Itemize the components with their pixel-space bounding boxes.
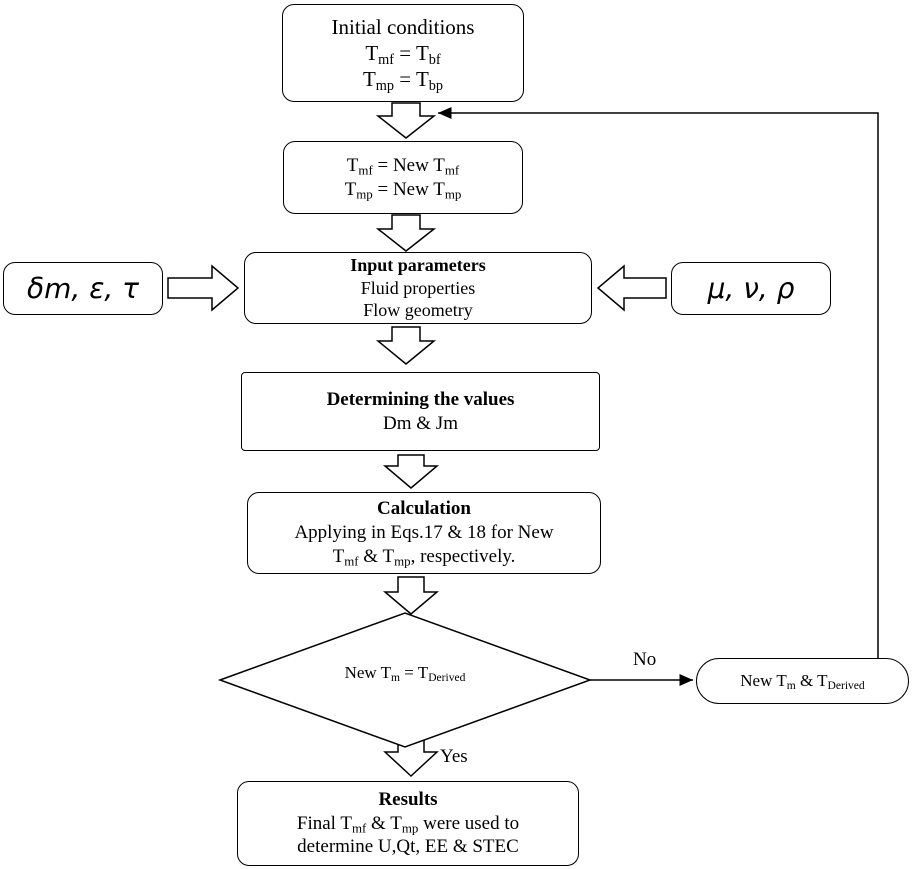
block-arrow-6 [383, 739, 439, 778]
left-input-symbols: δm, ε, τ [27, 272, 139, 305]
results-line-1: Final Tmf & Tmp were used to [296, 812, 520, 836]
block-arrow-1 [375, 102, 437, 139]
results-box: Results Final Tmf & Tmp were used to det… [237, 781, 579, 866]
calculation-title: Calculation [377, 498, 471, 520]
input-parameters-title: Input parameters [350, 255, 486, 276]
determining-title: Determining the values [326, 388, 515, 410]
yes-label: Yes [440, 746, 468, 767]
block-arrow-3 [375, 326, 437, 365]
block-arrow-4 [382, 454, 440, 489]
results-line-2: determine U,Qt, EE & STEC [297, 836, 519, 858]
block-arrow-right-input [596, 264, 667, 312]
initial-conditions-title: Initial conditions [331, 14, 475, 39]
results-title: Results [378, 788, 438, 810]
decision-condition: New Tm = TDerived [344, 663, 466, 685]
calculation-box: Calculation Applying in Eqs.17 & 18 for … [247, 492, 601, 574]
new-temperature-text: New Tm & TDerived [740, 671, 865, 693]
input-parameters-line-1: Fluid properties [360, 277, 476, 298]
right-input-box: μ, ν, ρ [671, 262, 831, 315]
initial-eq-1: Tmf = Tbf [365, 40, 441, 68]
calculation-line-1: Applying in Eqs.17 & 18 for New [294, 522, 554, 544]
no-label: No [633, 649, 657, 670]
new-temperature-node: New Tm & TDerived [696, 658, 909, 704]
update-temperatures-box: Tmf = New Tmf Tmp = New Tmp [283, 141, 523, 214]
determining-line-1: Dm & Jm [383, 412, 458, 434]
determining-values-box: Determining the values Dm & Jm [241, 372, 600, 451]
input-parameters-box: Input parameters Fluid properties Flow g… [244, 252, 592, 324]
update-eq-1: Tmf = New Tmf [346, 154, 460, 178]
initial-conditions-box: Initial conditions Tmf = Tbf Tmp = Tbp [282, 4, 524, 102]
initial-eq-2: Tmp = Tbp [362, 67, 444, 95]
loop-back-connector [438, 107, 879, 658]
block-arrow-2 [375, 214, 437, 252]
left-input-box: δm, ε, τ [3, 262, 163, 315]
update-eq-2: Tmp = New Tmp [344, 178, 462, 202]
block-arrow-5 [382, 576, 440, 615]
block-arrow-left-input [167, 264, 240, 312]
right-input-symbols: μ, ν, ρ [707, 272, 795, 305]
input-parameters-line-2: Flow geometry [363, 300, 473, 321]
calculation-line-2: Tmf & Tmp, respectively. [332, 545, 516, 569]
